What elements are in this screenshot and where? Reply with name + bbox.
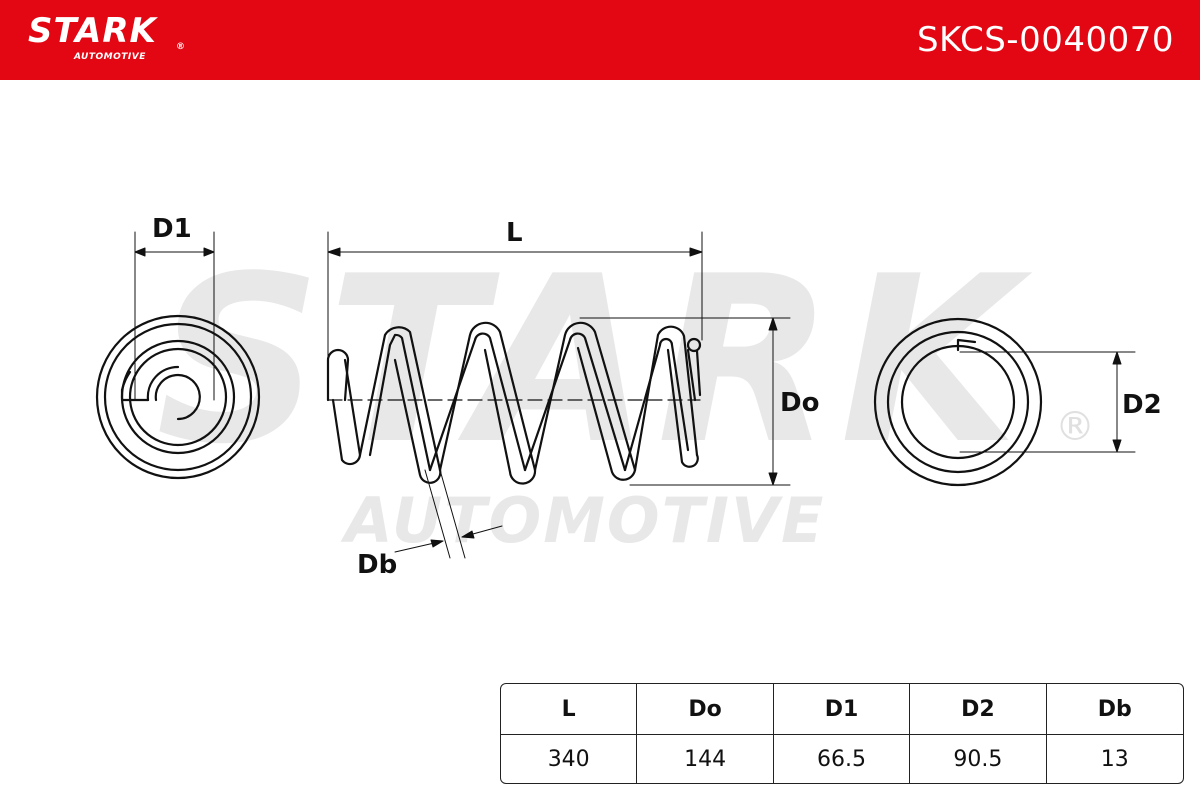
header-bar: STARK ® AUTOMOTIVE SKCS-0040070: [0, 0, 1200, 80]
db-label: Db: [357, 550, 398, 580]
specs-value-l: 340: [501, 735, 638, 783]
specs-table: L Do D1 D2 Db 340 144 66.5 90.5 13: [500, 683, 1184, 784]
specs-value-d1: 66.5: [774, 735, 911, 783]
spring-end-view-right: [873, 317, 1043, 487]
d2-label: D2: [1122, 390, 1162, 420]
d1-label: D1: [152, 214, 192, 244]
specs-value-row: 340 144 66.5 90.5 13: [501, 735, 1183, 783]
brand-name: STARK: [28, 11, 157, 51]
specs-header-db: Db: [1046, 684, 1183, 735]
d1-dimension: [134, 231, 215, 401]
specs-header-l: L: [501, 684, 638, 735]
specs-value-do: 144: [637, 735, 774, 783]
specs-header-row: L Do D1 D2 Db: [501, 684, 1183, 735]
do-label: Do: [780, 388, 820, 418]
specs-header-d2: D2: [910, 684, 1047, 735]
specs-header-d1: D1: [773, 684, 911, 735]
specs-value-db: 13: [1100, 746, 1129, 772]
spring-side-view: [326, 321, 702, 485]
brand-logo: STARK ® AUTOMOTIVE: [28, 11, 185, 62]
specs-header-do: Do: [637, 684, 774, 735]
spring-end-view-left: [95, 314, 261, 480]
brand-registered-mark: ®: [176, 42, 185, 52]
d2-dimension: [959, 351, 1136, 453]
specs-value-d2: 90.5: [910, 735, 1047, 783]
do-dimension: [579, 317, 791, 486]
db-dimension: [394, 469, 503, 559]
brand-subtitle: AUTOMOTIVE: [74, 52, 146, 62]
part-number: SKCS-0040070: [916, 20, 1174, 60]
l-dimension: [327, 231, 703, 396]
l-label: L: [506, 218, 523, 248]
